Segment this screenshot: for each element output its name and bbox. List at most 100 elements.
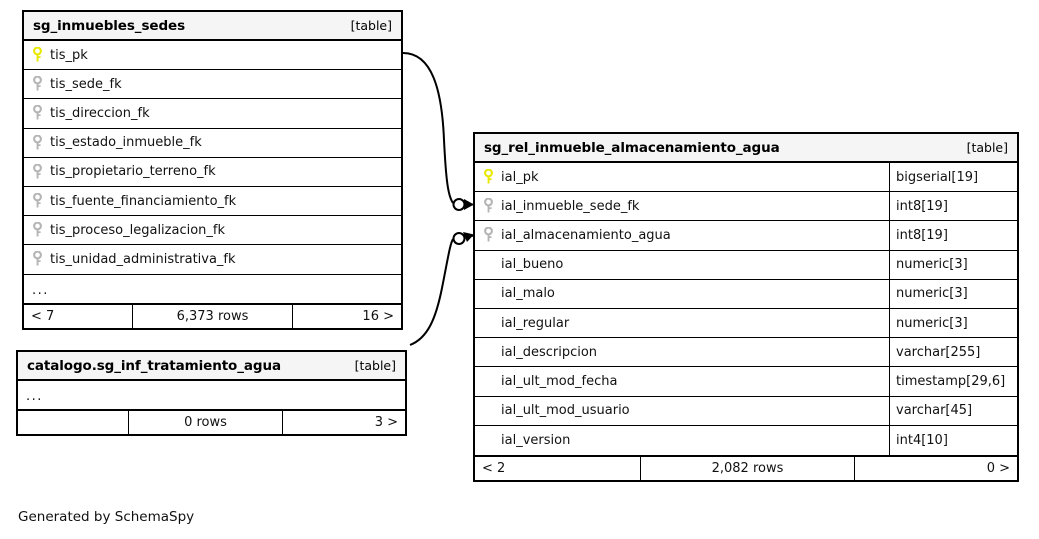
column-cell: ial_pk — [475, 163, 889, 191]
column-cell: ial_regular — [475, 309, 889, 337]
column-cell: tis_fuente_financiamiento_fk — [24, 187, 401, 215]
column-cell: ial_ult_mod_usuario — [475, 397, 889, 425]
table-row[interactable]: ial_inmueble_sede_fk int8[19] — [475, 192, 1017, 222]
column-type: varchar[45] — [889, 396, 1017, 425]
table-title: sg_inmuebles_sedes — [33, 17, 185, 34]
column-cell: tis_direccion_fk — [24, 99, 401, 127]
table-row[interactable]: tis_estado_inmueble_fk — [24, 128, 401, 158]
next-tables-button[interactable]: 16 > — [362, 308, 394, 324]
table-row[interactable]: tis_fuente_financiamiento_fk — [24, 186, 401, 217]
column-cell: tis_proceso_legalizacion_fk — [24, 216, 401, 244]
column-cell: tis_estado_inmueble_fk — [24, 129, 401, 157]
column-name: tis_propietario_terreno_fk — [50, 164, 216, 180]
table-row[interactable]: ial_malo numeric[3] — [475, 279, 1017, 309]
table-row[interactable]: tis_sede_fk — [24, 70, 401, 100]
table-type-tag: [table] — [350, 18, 392, 33]
prev-tables-button[interactable]: < 2 — [482, 460, 506, 476]
key-placeholder — [483, 373, 494, 389]
column-cell: ial_bueno — [475, 251, 889, 279]
column-cell: ial_inmueble_sede_fk — [475, 192, 889, 220]
foreign-key-icon — [33, 105, 42, 120]
table-row[interactable]: tis_pk — [24, 41, 401, 71]
table-header: catalogo.sg_inf_tratamiento_agua [table] — [18, 352, 405, 381]
column-name: ial_descripcion — [501, 344, 598, 360]
table-sg-rel-inmueble-almacenamiento-agua[interactable]: sg_rel_inmueble_almacenamiento_agua [tab… — [473, 132, 1019, 482]
relationship-endpoint-circle-1 — [452, 198, 466, 211]
table-sg-inmuebles-sedes[interactable]: sg_inmuebles_sedes [table] tis_pk — [22, 10, 403, 330]
foreign-key-icon — [484, 198, 493, 213]
relationship-line-1 — [402, 52, 454, 204]
prev-tables-button[interactable] — [18, 411, 128, 434]
table-footer: 0 rows 3 > — [18, 409, 405, 434]
table-header: sg_rel_inmueble_almacenamiento_agua [tab… — [475, 134, 1017, 163]
table-row[interactable]: tis_proceso_legalizacion_fk — [24, 216, 401, 246]
generated-by-label: Generated by SchemaSpy — [18, 509, 195, 525]
table-catalogo-sg-inf-tratamiento-agua[interactable]: catalogo.sg_inf_tratamiento_agua [table]… — [16, 350, 407, 436]
next-tables-button[interactable]: 3 > — [374, 415, 398, 430]
column-name: ial_ult_mod_usuario — [501, 403, 630, 419]
foreign-key-icon — [33, 134, 42, 150]
column-name: ial_bueno — [501, 257, 564, 273]
column-name: ial_regular — [501, 315, 570, 331]
foreign-key-icon — [33, 222, 42, 237]
table-columns: ial_pk bigserial[19] ial_inmueble_sede_f… — [475, 163, 1017, 455]
row-count-label: 6,373 rows — [132, 304, 293, 328]
column-cell: tis_sede_fk — [24, 70, 401, 98]
key-placeholder — [483, 432, 494, 448]
column-name: ial_pk — [501, 169, 539, 185]
table-row[interactable]: ial_ult_mod_usuario varchar[45] — [475, 396, 1017, 426]
key-placeholder — [483, 344, 494, 360]
column-name: ial_inmueble_sede_fk — [501, 198, 640, 214]
row-count-label: 0 rows — [128, 411, 283, 434]
next-tables-button[interactable]: 0 > — [986, 460, 1010, 476]
table-row[interactable]: ial_regular numeric[3] — [475, 308, 1017, 339]
prev-tables-button[interactable]: < 7 — [31, 308, 55, 324]
column-name: ial_malo — [501, 286, 555, 302]
table-row[interactable]: ial_pk bigserial[19] — [475, 163, 1017, 193]
table-row[interactable]: ial_bueno numeric[3] — [475, 250, 1017, 280]
column-cell: ial_almacenamiento_agua — [475, 221, 889, 249]
column-type: timestamp[29,6] — [889, 367, 1017, 396]
key-placeholder — [483, 403, 494, 419]
table-row[interactable]: ial_descripcion varchar[255] — [475, 338, 1017, 368]
table-title: sg_rel_inmueble_almacenamiento_agua — [484, 139, 780, 156]
table-columns: tis_pk tis_sede_fk — [24, 41, 401, 303]
column-name: ial_version — [501, 432, 571, 448]
table-row[interactable]: tis_unidad_administrativa_fk — [24, 245, 401, 275]
relationship-line-2 — [409, 238, 454, 346]
column-cell: ial_descripcion — [475, 338, 889, 366]
column-name: tis_unidad_administrativa_fk — [50, 251, 236, 267]
table-row[interactable]: ial_version int4[10] — [475, 425, 1017, 455]
column-type: varchar[255] — [889, 338, 1017, 367]
column-type: int8[19] — [889, 192, 1017, 221]
column-name: ial_ult_mod_fecha — [501, 373, 618, 389]
primary-key-icon — [33, 47, 42, 62]
table-title: catalogo.sg_inf_tratamiento_agua — [27, 357, 281, 374]
key-placeholder — [483, 315, 494, 331]
row-count-label: 2,082 rows — [640, 456, 855, 480]
table-row[interactable]: ial_ult_mod_fecha timestamp[29,6] — [475, 367, 1017, 397]
foreign-key-icon — [33, 76, 42, 91]
key-placeholder — [483, 286, 494, 302]
table-row[interactable]: tis_propietario_terreno_fk — [24, 157, 401, 187]
column-name: tis_estado_inmueble_fk — [50, 135, 202, 151]
column-cell: ial_ult_mod_fecha — [475, 367, 889, 395]
column-type: numeric[3] — [889, 250, 1017, 279]
column-name: tis_direccion_fk — [50, 105, 150, 121]
column-cell: tis_propietario_terreno_fk — [24, 158, 401, 186]
column-name: tis_proceso_legalizacion_fk — [50, 222, 226, 238]
column-type: int8[19] — [889, 221, 1017, 250]
table-row[interactable]: ial_almacenamiento_agua int8[19] — [475, 221, 1017, 251]
table-row[interactable]: tis_direccion_fk — [24, 99, 401, 129]
table-footer: < 7 6,373 rows 16 > — [24, 302, 401, 328]
table-type-tag: [table] — [966, 140, 1008, 155]
column-cell: ial_version — [475, 426, 889, 455]
foreign-key-icon — [33, 163, 42, 179]
column-cell: ial_malo — [475, 280, 889, 308]
table-footer: < 2 2,082 rows 0 > — [475, 454, 1017, 480]
column-cell: tis_unidad_administrativa_fk — [24, 245, 401, 273]
column-name: ial_almacenamiento_agua — [501, 227, 671, 243]
primary-key-icon — [484, 169, 493, 184]
column-cell: tis_pk — [24, 41, 401, 69]
